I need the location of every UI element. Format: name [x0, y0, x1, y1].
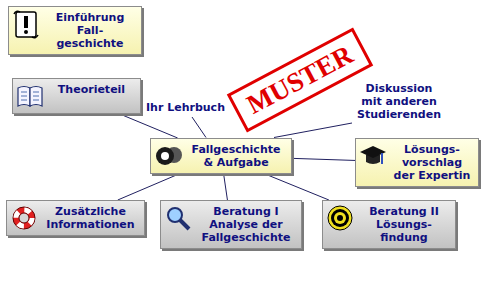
box-text: Einführung Fall- geschichte — [45, 11, 135, 50]
line-label: Ihr Lehrbuch — [146, 101, 225, 114]
box-text: Fallgeschichte & Aufgabe — [187, 143, 285, 169]
connector-line — [292, 158, 355, 160]
box-text: Beratung I Analyse der Fallgeschichte — [197, 205, 295, 244]
connector-line — [265, 174, 329, 200]
box-text: Theorieteil — [49, 83, 134, 96]
connector-line — [224, 174, 228, 200]
lifebuoy-icon — [13, 207, 35, 229]
box-text: Beratung II Lösungs- findung — [359, 205, 449, 244]
figures-icon — [156, 147, 182, 165]
connector-line — [120, 114, 178, 138]
watermark: MUSTER — [243, 41, 358, 119]
box-text: Lösungs- vorschlag der Expertin — [392, 143, 472, 182]
leader-line — [192, 117, 206, 138]
connectors — [118, 114, 355, 200]
stamp-frame — [229, 29, 371, 130]
box-text: Zusätzliche Informationen — [43, 205, 138, 231]
line-label: Diskussion mit anderen Studierenden — [355, 82, 443, 121]
leader-line — [274, 123, 352, 138]
book-icon — [18, 87, 42, 107]
target-icon — [328, 206, 352, 230]
resource-box: Beratung I Analyse der Fallgeschichte — [160, 200, 302, 249]
connector-line — [118, 174, 179, 200]
magnifier-icon — [168, 208, 189, 229]
graduation-cap-icon — [360, 146, 386, 164]
leader-lines — [192, 117, 352, 138]
scroll-icon — [14, 11, 38, 37]
